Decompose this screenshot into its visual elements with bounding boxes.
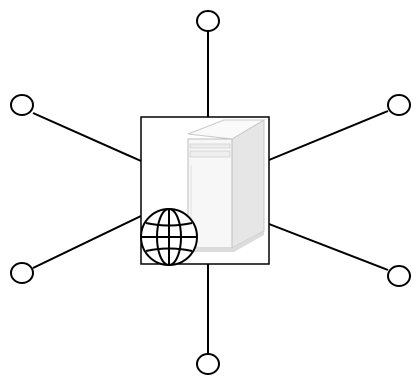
connector-lower-left xyxy=(33,216,141,268)
node-top[interactable] xyxy=(197,11,219,31)
connector-upper-right xyxy=(269,111,388,160)
connector-lower-right xyxy=(269,224,388,270)
globe-icon xyxy=(141,209,197,265)
server-tower-icon xyxy=(188,120,264,252)
node-bottom[interactable] xyxy=(197,354,219,374)
node-upper-right[interactable] xyxy=(388,95,410,115)
node-lower-right[interactable] xyxy=(388,266,410,286)
node-upper-left[interactable] xyxy=(11,95,33,115)
central-node[interactable] xyxy=(141,117,269,265)
node-lower-left[interactable] xyxy=(11,263,33,283)
connector-upper-left xyxy=(33,113,141,161)
